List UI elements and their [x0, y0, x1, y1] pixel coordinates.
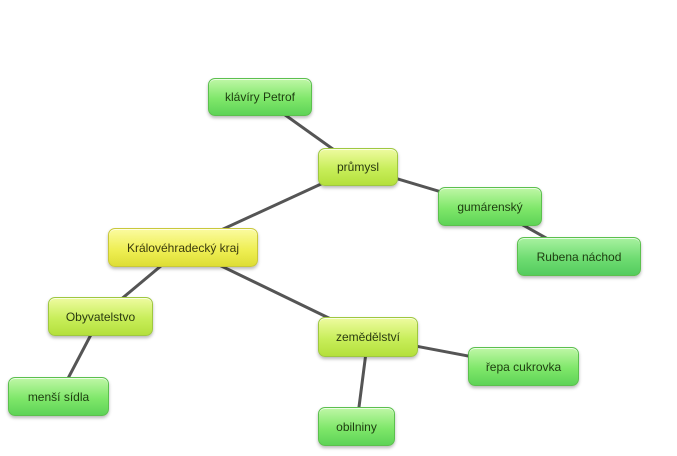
node-zemedelstvi[interactable]: zemědělství [318, 317, 418, 357]
node-kralovehradecky-kraj[interactable]: Královéhradecký kraj [108, 228, 258, 267]
node-obilniny[interactable]: obilniny [318, 407, 395, 446]
node-obyvatelstvo[interactable]: Obyvatelstvo [48, 297, 153, 336]
node-rubena-nachod[interactable]: Rubena náchod [517, 237, 641, 276]
node-prumysl[interactable]: průmysl [318, 148, 398, 186]
node-klaviry-petrof[interactable]: klávíry Petrof [208, 78, 312, 116]
node-gumarensky[interactable]: gumárenský [438, 187, 542, 226]
node-repa-cukrovka[interactable]: řepa cukrovka [468, 347, 579, 386]
node-mensi-sidla[interactable]: menší sídla [8, 377, 109, 416]
